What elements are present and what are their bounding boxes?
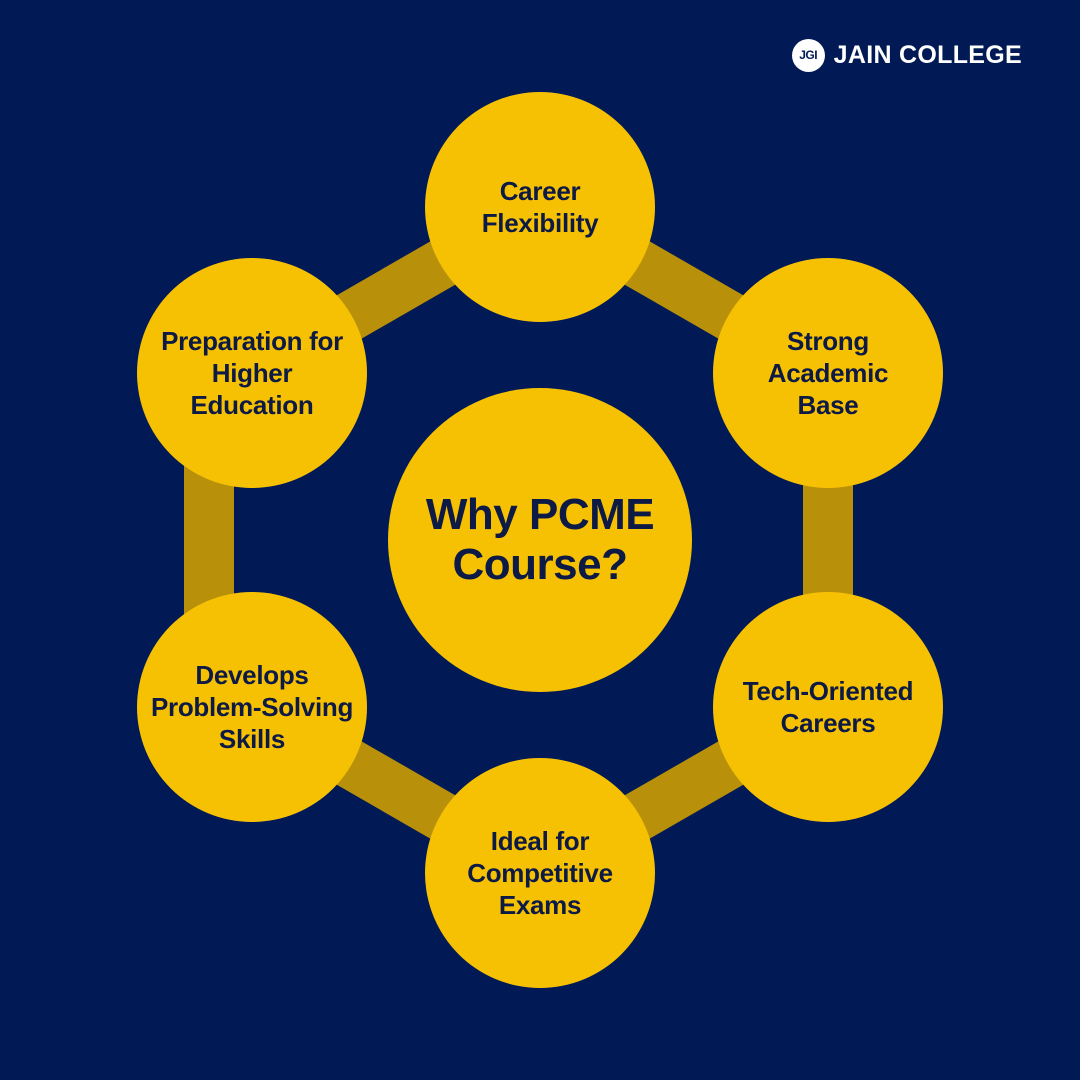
center-node: Why PCME Course? [388, 388, 692, 692]
node-label: Develops Problem-Solving Skills [150, 660, 354, 754]
center-title: Why PCME Course? [425, 490, 655, 589]
node-label: Ideal for Competitive Exams [467, 826, 613, 920]
node-label: Preparation for Higher Education [161, 326, 343, 420]
brand-name: JAIN COLLEGE [833, 40, 1022, 69]
node-career-flexibility: Career Flexibility [425, 92, 655, 322]
jgi-logo-icon: JGI [791, 38, 825, 72]
node-label: Tech-Oriented Careers [742, 676, 914, 738]
brand-badge-text: JGI [799, 48, 818, 62]
brand-logo: JGI JAIN COLLEGE [791, 38, 1022, 72]
node-tech-oriented-careers: Tech-Oriented Careers [713, 592, 943, 822]
node-develops-problem-solving-skills: Develops Problem-Solving Skills [137, 592, 367, 822]
node-ideal-for-competitive-exams: Ideal for Competitive Exams [425, 758, 655, 988]
node-label: Strong Academic Base [767, 326, 889, 420]
node-label: Career Flexibility [481, 176, 599, 238]
node-strong-academic-base: Strong Academic Base [713, 258, 943, 488]
node-preparation-for-higher-education: Preparation for Higher Education [137, 258, 367, 488]
